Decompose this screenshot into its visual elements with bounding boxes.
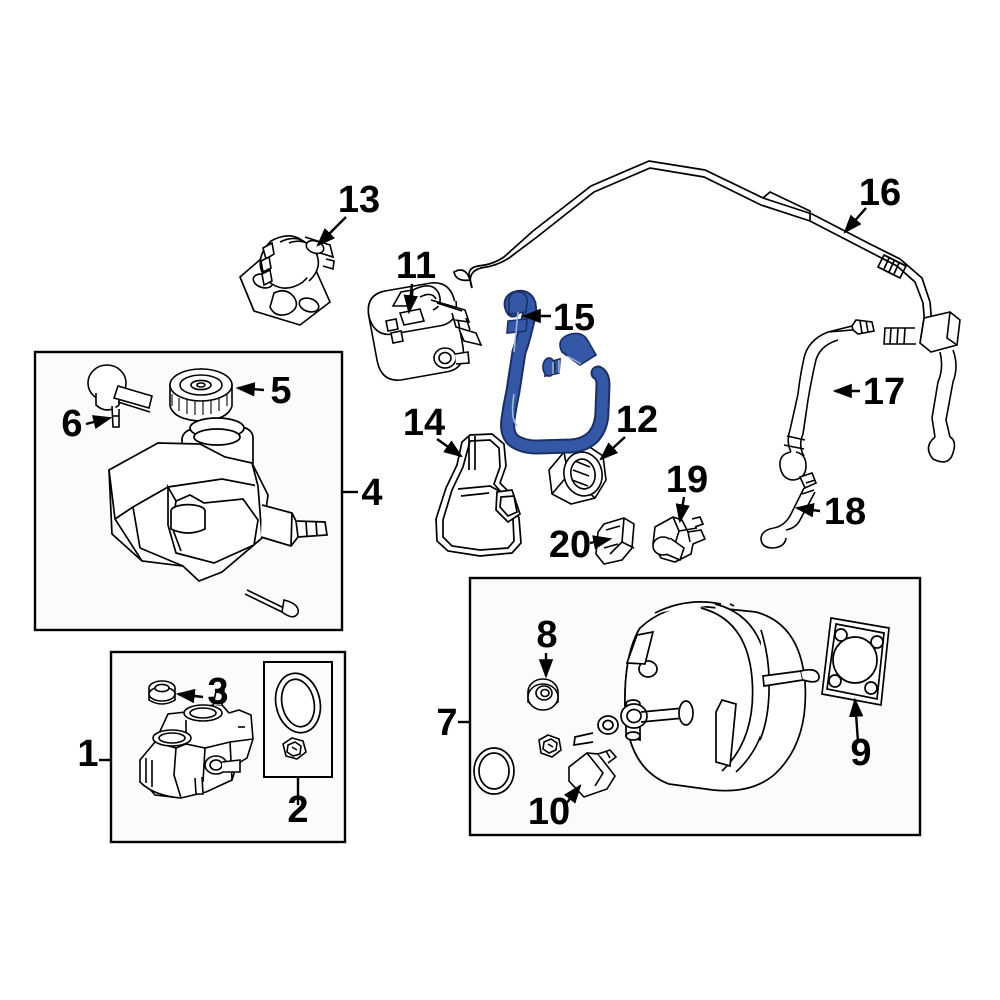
callout-2: 2: [287, 789, 308, 831]
callout-leaders: [85, 207, 867, 806]
part-retaining-clip-bracket[interactable]: [435, 433, 522, 557]
part-booster-nut[interactable]: [538, 734, 562, 758]
callout-8: 8: [536, 614, 557, 656]
part-reservoir-bolt[interactable]: [244, 589, 300, 618]
callout-9: 9: [850, 732, 871, 774]
callout-6: 6: [61, 403, 82, 445]
callout-15: 15: [553, 297, 595, 339]
callout-17: 17: [863, 371, 905, 413]
part-rear-vacuum-hose[interactable]: [779, 319, 875, 481]
callout-11: 11: [396, 245, 436, 287]
part-brake-vacuum-tube[interactable]: [453, 160, 933, 328]
callout-16: 16: [859, 172, 901, 214]
callout-14: 14: [403, 402, 445, 444]
part-fluid-level-sensor[interactable]: [87, 364, 153, 428]
callout-7: 7: [436, 702, 457, 744]
panel-master-cylinder[interactable]: [109, 650, 347, 844]
callout-numbers: 1 2 3 4 5 6 7 8 9 10 11 12 13 14 15 16 1…: [61, 172, 905, 833]
part-hex-nut[interactable]: [282, 737, 307, 760]
part-reservoir-cap[interactable]: [169, 368, 233, 422]
part-reservoir-grommet[interactable]: [148, 680, 176, 705]
callout-5: 5: [270, 370, 291, 412]
part-booster-oring[interactable]: [473, 747, 515, 795]
part-master-cylinder-body[interactable]: [139, 689, 254, 799]
part-booster-grommet[interactable]: [527, 678, 559, 711]
callout-10: 10: [528, 791, 570, 833]
callout-13: 13: [338, 179, 380, 221]
panel-brake-booster[interactable]: [468, 576, 922, 837]
part-brake-booster-drum[interactable]: [573, 601, 820, 792]
callout-12: 12: [616, 399, 658, 441]
part-vacuum-junction-block[interactable]: [883, 311, 961, 463]
part-reservoir-body[interactable]: [108, 417, 328, 582]
callout-4: 4: [361, 472, 382, 514]
callout-18: 18: [824, 491, 866, 533]
panel-reservoir-assembly[interactable]: [33, 350, 344, 632]
callout-19: 19: [666, 459, 708, 501]
callout-1: 1: [77, 733, 98, 775]
part-seal-ring[interactable]: [270, 669, 326, 737]
panel-seal-and-nut-kit[interactable]: [263, 661, 333, 778]
part-line-mounting-bracket[interactable]: [239, 235, 335, 326]
part-booster-gasket[interactable]: [821, 617, 890, 707]
callout-3: 3: [207, 671, 228, 713]
callout-20: 20: [549, 524, 591, 566]
